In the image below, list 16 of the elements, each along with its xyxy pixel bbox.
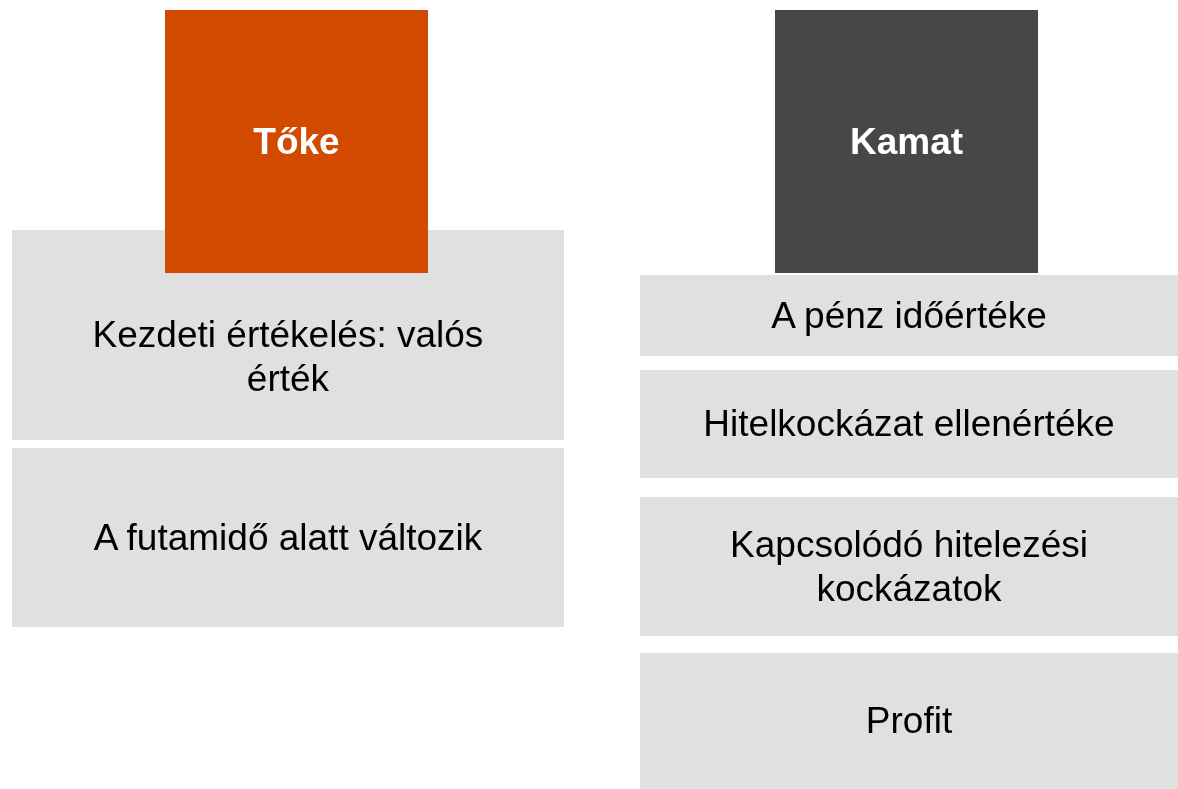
header-text: Kamat <box>849 120 964 163</box>
content-box <box>640 653 1178 789</box>
item-text: Kezdeti értékelés: valós érték <box>91 312 485 401</box>
header-box <box>775 10 1038 273</box>
item-text: A pénz időértéke <box>771 293 1047 338</box>
content-box <box>12 448 564 627</box>
item-text: Hitelkockázat ellenértéke <box>703 402 1115 446</box>
content-box <box>640 497 1178 636</box>
item-text: Profit <box>865 699 953 743</box>
content-box <box>640 370 1178 478</box>
item-text: Kapcsolódó hitelezési kockázatok <box>729 522 1089 611</box>
item-text: A futamidő alatt változik <box>93 515 483 560</box>
header-text: Tőke <box>253 120 340 163</box>
content-box <box>12 230 564 440</box>
header-box <box>165 10 428 273</box>
content-box <box>640 275 1178 356</box>
